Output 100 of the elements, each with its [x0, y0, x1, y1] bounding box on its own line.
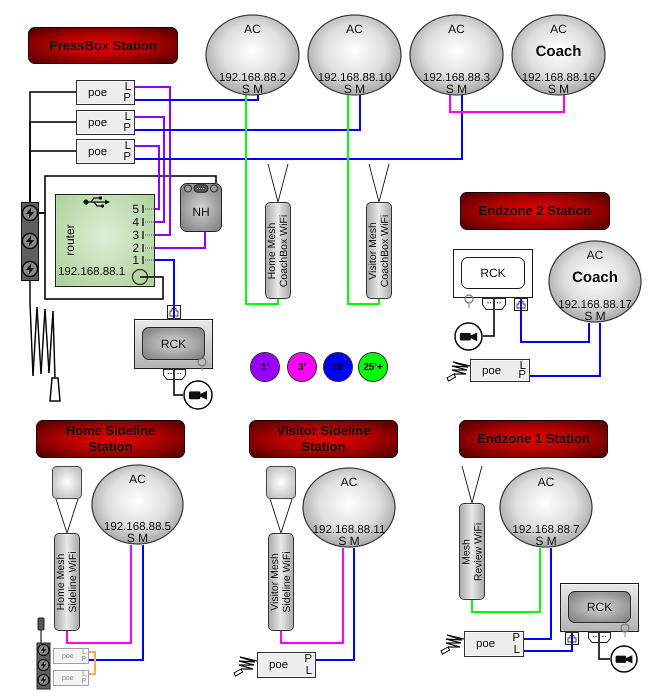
port-label: P — [123, 122, 131, 134]
mesh-unit — [54, 533, 80, 631]
device-label: Home Mesh Sideline WiFi — [55, 550, 79, 615]
ip-address: 192.168.88.16 — [522, 72, 596, 84]
port-labels: S M — [446, 83, 468, 95]
port-label: P — [518, 369, 526, 381]
poe-box — [76, 110, 135, 135]
cable — [155, 232, 206, 249]
cable — [135, 116, 165, 223]
device-label: AC — [129, 473, 146, 486]
station-banner — [459, 420, 608, 458]
station-title: Visitor Sideline Station — [276, 423, 372, 455]
ip-address: 192.168.88.2 — [218, 72, 286, 84]
cable — [135, 145, 160, 210]
station-title: Home Sideline Station — [64, 423, 156, 455]
legend-label: 25'+ — [363, 362, 383, 372]
cable — [245, 95, 279, 305]
cable — [135, 95, 361, 131]
mesh-unit — [366, 202, 392, 299]
port-label: L — [124, 111, 131, 123]
port-label: L — [124, 140, 131, 152]
cable — [135, 95, 259, 101]
poe-box — [76, 80, 135, 105]
poe-box — [464, 631, 524, 657]
device-label: RCK — [480, 266, 506, 280]
port-number: 4 — [132, 215, 139, 229]
ip-address: 192.168.88.7 — [512, 524, 580, 536]
station-banner — [460, 192, 610, 230]
device-label: Visitor Mesh CoachBox WiFi — [367, 213, 391, 289]
camera-icon — [183, 380, 213, 410]
cable — [89, 545, 144, 661]
ip-address: 192.168.88.10 — [318, 72, 392, 84]
cable — [173, 369, 183, 396]
legend-label: 10' — [331, 362, 345, 372]
station-title: Endzone 2 Station — [478, 203, 592, 219]
port-labels: S M — [535, 535, 557, 547]
port-label: L — [514, 644, 520, 656]
cable — [280, 548, 344, 644]
station-banner — [28, 27, 178, 64]
cable — [598, 632, 610, 660]
port-labels: S M — [344, 83, 366, 95]
poe-box — [470, 359, 530, 382]
legend-label: 3' — [298, 362, 306, 372]
port-labels: S M — [338, 535, 360, 547]
device-label: AC — [538, 476, 554, 489]
device-label: AC — [346, 23, 363, 36]
mesh-unit — [268, 533, 294, 631]
poe-box — [53, 648, 89, 664]
port-label: P — [304, 653, 312, 665]
poe-box — [76, 139, 135, 164]
access-point — [307, 14, 402, 96]
port-number: 1 — [132, 253, 139, 267]
camera-icon — [610, 645, 638, 673]
device-label: AC — [244, 23, 261, 36]
router-box — [55, 194, 155, 287]
cable — [316, 548, 355, 661]
device-label: Mesh Review WiFi — [460, 521, 484, 582]
power-strip — [21, 202, 39, 281]
mesh-unit — [459, 503, 485, 600]
port-labels: S M — [126, 532, 148, 544]
access-point — [91, 464, 184, 545]
device-label: AC — [586, 249, 604, 262]
cable — [347, 95, 380, 305]
cable — [135, 86, 171, 236]
device-label: poe — [88, 144, 108, 158]
port-number: 3 — [132, 228, 139, 242]
port-label: P — [123, 151, 131, 163]
port-label: P — [512, 632, 520, 644]
device-label: poe — [88, 116, 108, 130]
device-label: AC — [550, 23, 567, 36]
cable — [471, 548, 541, 613]
ip-address: 192.168.88.5 — [104, 521, 172, 533]
device-name: Coach — [572, 269, 618, 287]
station-title: PressBox Station — [49, 38, 157, 54]
device-label: Visitor Mesh Sideline WiFi — [269, 550, 293, 615]
port-labels: S M — [548, 83, 570, 95]
device-label: RCK — [160, 336, 186, 350]
poe-box — [257, 652, 316, 678]
device-label: poe — [88, 86, 108, 100]
cable — [29, 150, 76, 202]
camera-icon — [454, 322, 483, 351]
cable — [449, 95, 565, 113]
cable — [39, 175, 217, 214]
station-banner — [36, 420, 185, 458]
port-label: L — [306, 665, 312, 677]
access-point — [205, 14, 300, 96]
station-banner — [249, 420, 398, 458]
cable — [530, 323, 601, 377]
port-labels: S M — [242, 83, 264, 95]
device-label: poe — [482, 364, 502, 378]
device-box — [453, 249, 533, 298]
port-label: P — [123, 92, 131, 104]
device-box — [134, 319, 213, 369]
cable — [89, 651, 96, 675]
cable — [135, 95, 463, 160]
ip-address: 192.168.88.1 — [58, 265, 126, 279]
port-number: 2 — [132, 241, 139, 255]
poe-box — [53, 670, 89, 686]
cable — [524, 548, 552, 640]
port-number: 5 — [132, 202, 139, 216]
